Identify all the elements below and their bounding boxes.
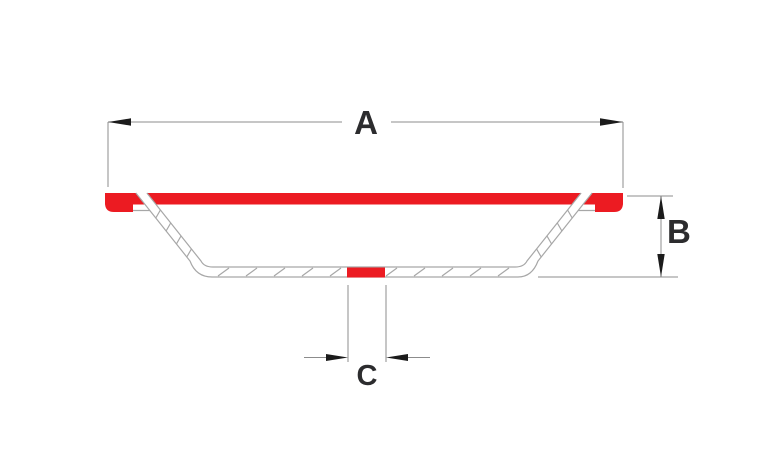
dimension-b-arrow-bottom [657,254,665,277]
tray-inner-profile [146,192,582,268]
rim-highlight-bar [105,193,623,205]
dimension-c-arrow-right [386,354,408,361]
dimension-c-label: C [357,360,378,392]
rim-rolled-edge-left [105,193,133,212]
dimension-c-extension-lines [347,285,387,362]
center-feature-mark [347,267,385,278]
dimension-b: B [538,195,691,278]
rim-rolled-edge-right [595,193,623,212]
tray-body-outline [133,192,595,278]
dimension-a-arrow-left [108,118,131,126]
rim-highlight [105,193,623,212]
section-hatching-left-wall [155,209,192,258]
dimension-a: A [107,104,624,188]
wall-rim-junction-left [135,193,162,212]
section-hatching-right-wall [536,209,573,258]
dimension-a-label: A [354,104,378,141]
dimension-c: C [304,285,430,392]
section-hatching-bottom [217,267,510,277]
dimension-b-label: B [667,213,691,250]
center-feature-highlight [347,267,385,278]
dimension-c-arrow-left [326,354,348,361]
dimension-b-arrow-top [657,196,665,219]
dimension-a-arrow-right [600,118,623,126]
wall-rim-junction-right [566,193,593,212]
